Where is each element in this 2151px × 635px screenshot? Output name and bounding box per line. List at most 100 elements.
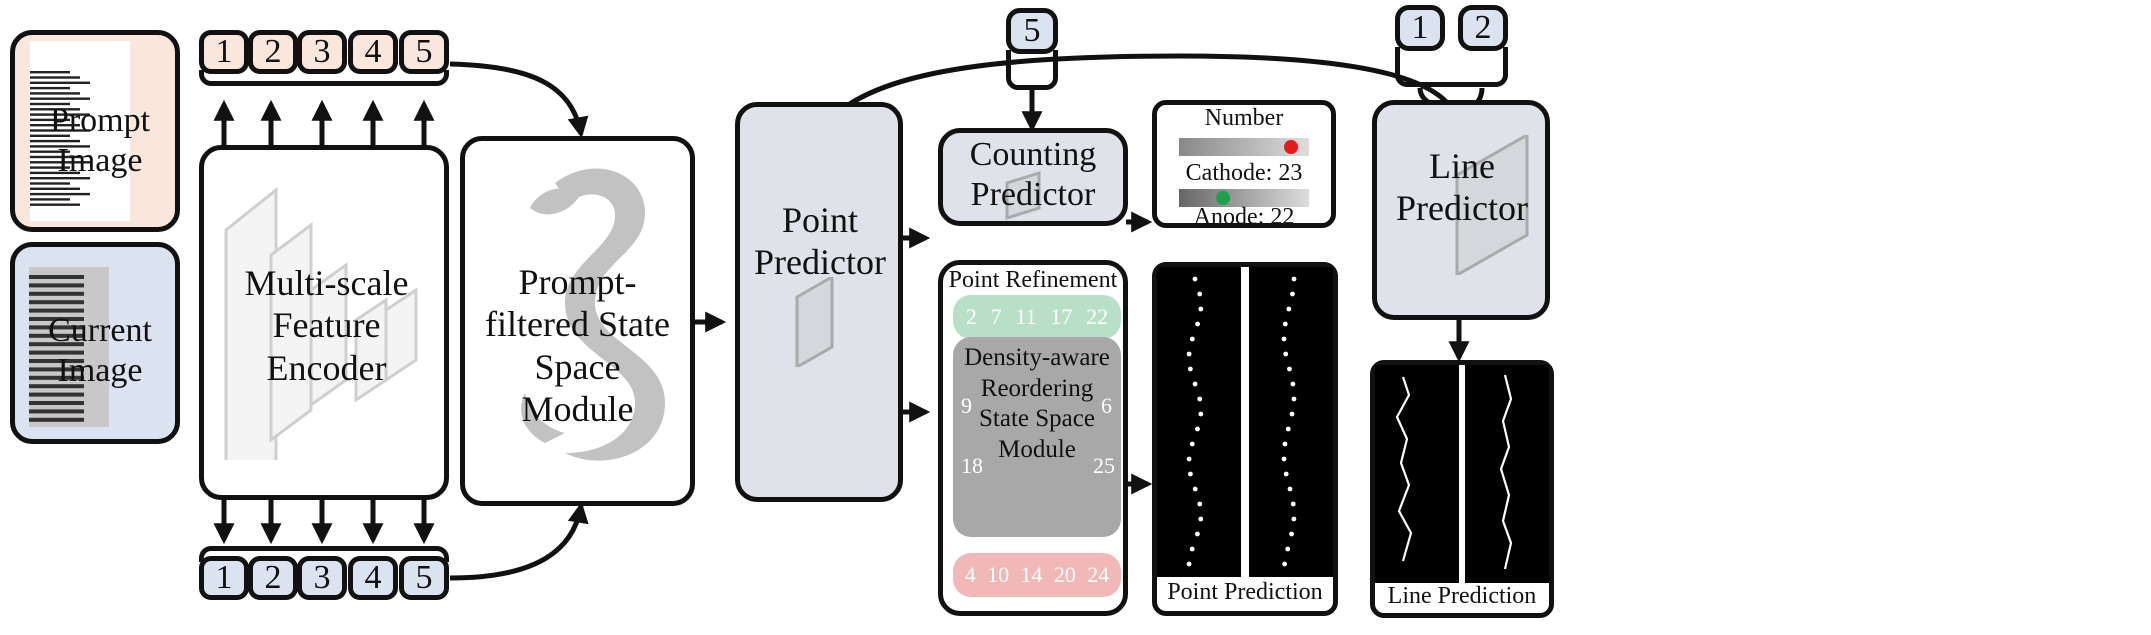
current-token-bar xyxy=(199,546,449,562)
current-image-stripe xyxy=(29,275,84,279)
refinement-index: 22 xyxy=(1086,304,1109,329)
prompt-image-stripe xyxy=(30,155,80,159)
prompt-image-stripe xyxy=(30,118,70,122)
predicted-point xyxy=(1197,291,1203,297)
prompt-image-stripe xyxy=(30,92,80,95)
refinement-index: 14 xyxy=(1020,562,1043,587)
snake-icon xyxy=(521,168,665,461)
cathode-dot xyxy=(1284,140,1298,154)
predicted-point xyxy=(1282,441,1288,447)
counting-token-bar xyxy=(1006,50,1058,90)
refinement-index: 4 xyxy=(964,562,976,587)
predicted-point xyxy=(1281,456,1287,462)
point-prediction-label: Point Prediction xyxy=(1167,579,1323,605)
predicted-point xyxy=(1198,306,1204,312)
current-image-stripe xyxy=(29,283,84,288)
predicted-point xyxy=(1291,396,1297,402)
current-image-stripe xyxy=(29,291,84,296)
prompt-image-stripe xyxy=(30,161,90,164)
predicted-point xyxy=(1289,531,1294,537)
arrow-ptok-to-ssm xyxy=(449,61,589,139)
predicted-point xyxy=(1195,321,1200,327)
predicted-point xyxy=(1287,486,1293,492)
prompt-token-label: 5 xyxy=(415,33,433,70)
encoder-block: Multi-scale Feature Encoder xyxy=(199,145,449,500)
current-token: 3 xyxy=(297,556,347,600)
prompt-image-stripe xyxy=(30,192,90,196)
line-token: 1 xyxy=(1395,5,1445,51)
predicted-point xyxy=(1283,351,1289,357)
number-title: Number xyxy=(1204,105,1284,131)
number-panel: Number Cathode: 23 Anode: 22 xyxy=(1152,100,1336,230)
current-image-stripe xyxy=(29,375,84,380)
refinement-index: 24 xyxy=(1087,562,1110,587)
predicted-point xyxy=(1198,516,1204,522)
predicted-point xyxy=(1287,366,1292,372)
point-prediction-panel: Point Prediction xyxy=(1152,262,1338,616)
current-image-stripe xyxy=(29,350,84,355)
predicted-point xyxy=(1285,426,1291,432)
current-token-label: 5 xyxy=(415,559,433,596)
predicted-point xyxy=(1282,561,1288,567)
prompt-token-bar xyxy=(199,70,449,86)
current-token: 5 xyxy=(399,556,449,600)
predicted-point xyxy=(1198,411,1204,417)
refinement-side-index-left: 18 xyxy=(961,453,983,478)
predicted-point xyxy=(1290,381,1296,387)
prompt-token: 4 xyxy=(348,30,398,74)
cathode-count: Cathode: 23 xyxy=(1185,160,1303,186)
prompt-token: 1 xyxy=(199,30,249,74)
predicted-point xyxy=(1195,426,1200,432)
prompt-image-stripe xyxy=(30,124,80,127)
line-prediction-panel: Line Prediction xyxy=(1370,360,1554,618)
predicted-point xyxy=(1189,546,1195,552)
refinement-module-label: Density-aware Reordering State Space Mod… xyxy=(964,344,1110,463)
current-image-panel: Current Image xyxy=(10,242,180,444)
predicted-point xyxy=(1290,291,1295,297)
predicted-point xyxy=(1286,306,1292,312)
prompt-token: 3 xyxy=(297,30,347,74)
line-token: 2 xyxy=(1458,5,1508,51)
current-token-label: 3 xyxy=(313,559,331,596)
predicted-point xyxy=(1188,471,1193,477)
refinement-side-index-right: 25 xyxy=(1093,453,1115,478)
prompt-image-stripe xyxy=(30,113,90,116)
current-image-stripe xyxy=(29,392,84,397)
prompt-image-stripe xyxy=(30,76,80,79)
prompt-image-stripe xyxy=(30,145,90,148)
predicted-point xyxy=(1291,516,1297,522)
line-token-label: 1 xyxy=(1411,9,1429,46)
cathode-strip xyxy=(1179,138,1309,156)
current-token-label: 1 xyxy=(215,559,233,596)
refinement-index: 20 xyxy=(1053,562,1076,587)
predicted-point xyxy=(1189,336,1195,342)
prompt-image-stripe xyxy=(30,134,70,137)
anode-count: Anode: 22 xyxy=(1193,204,1295,230)
prompt-image-stripe xyxy=(30,108,80,111)
predicted-point xyxy=(1291,276,1297,282)
current-image-stripe xyxy=(29,409,84,414)
current-image-stripe xyxy=(29,317,84,321)
point-prediction-images xyxy=(1157,267,1333,577)
refinement-index: 11 xyxy=(1015,304,1037,329)
prompt-image-stripe xyxy=(30,81,90,84)
current-image-stripe xyxy=(29,359,84,363)
predicted-point xyxy=(1197,501,1203,507)
current-image-stripe xyxy=(29,300,84,305)
current-image-stripe xyxy=(29,325,84,330)
predicted-point xyxy=(1186,456,1192,462)
current-image-stripe xyxy=(29,367,84,372)
prompt-image-panel: Prompt Image xyxy=(10,30,180,232)
predicted-point xyxy=(1290,501,1296,507)
line-predictor-label: Line Predictor xyxy=(1396,146,1528,229)
current-image-stripe xyxy=(29,308,84,313)
predicted-point xyxy=(1192,486,1198,492)
prompt-image-stripe xyxy=(30,187,80,190)
prompt-image-thumbnail xyxy=(30,41,130,221)
predicted-point xyxy=(1289,411,1295,417)
anode-dot xyxy=(1216,191,1230,205)
current-image-stripe xyxy=(29,342,84,347)
predicted-point xyxy=(1197,396,1203,402)
prompt-image-stripe xyxy=(30,150,70,153)
current-token: 1 xyxy=(199,556,249,600)
